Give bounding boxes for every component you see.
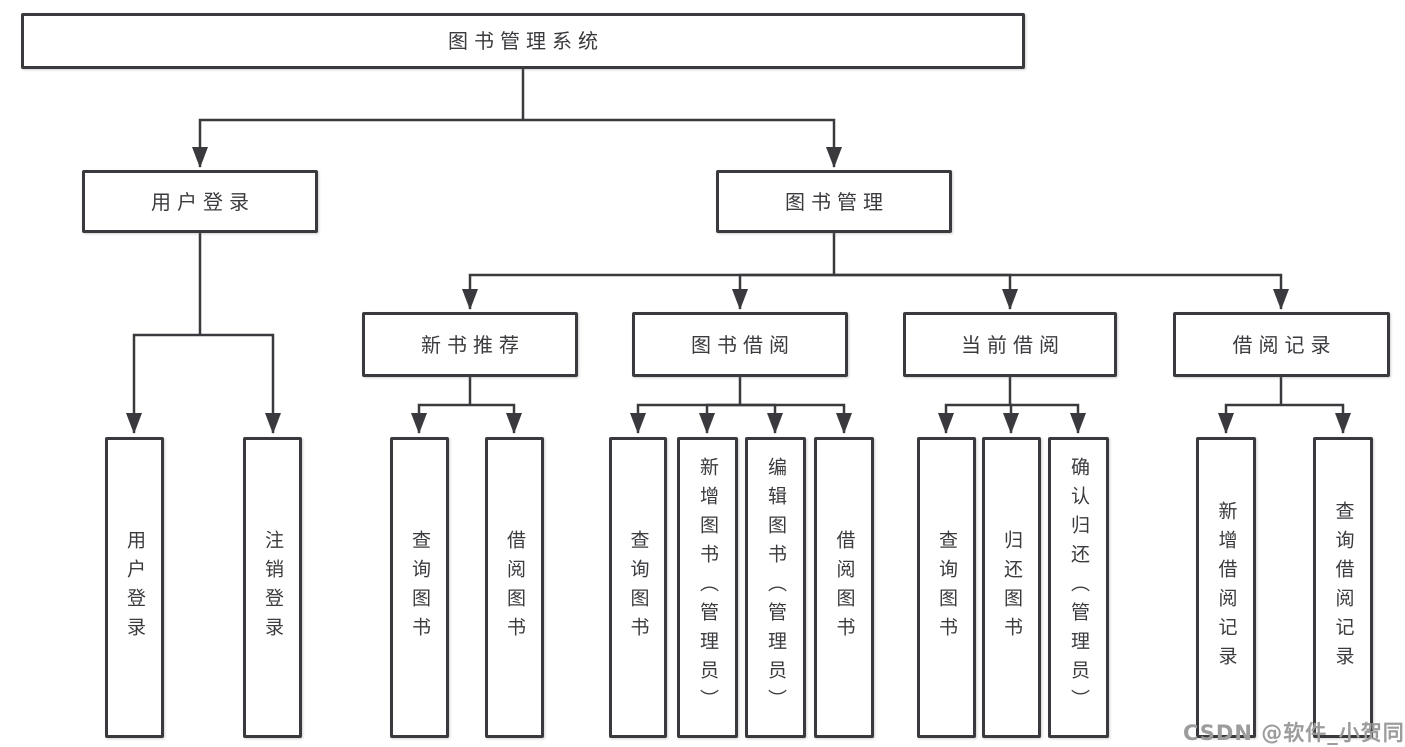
- leaf-borrow-book: 借阅图书: [814, 437, 874, 738]
- leaf-query-borrow-record: 查询借阅记录: [1313, 437, 1373, 738]
- node-book-management-label: 图书管理: [785, 189, 889, 214]
- leaf-add-book-admin-label: 新增图书（管理员）: [697, 457, 719, 718]
- leaf-query-book-borrow: 查询图书: [609, 437, 667, 738]
- leaf-borrow-book-label: 借阅图书: [833, 529, 856, 646]
- leaf-add-borrow-record-label: 新增借阅记录: [1215, 500, 1238, 675]
- node-borrow-record-label: 借阅记录: [1232, 332, 1337, 357]
- node-new-book-recommend: 新书推荐: [362, 312, 578, 377]
- node-book-management: 图书管理: [716, 170, 952, 233]
- leaf-logout-label: 注销登录: [262, 529, 284, 646]
- leaf-query-book-current: 查询图书: [917, 437, 976, 738]
- leaf-user-login-label: 用户登录: [124, 529, 146, 646]
- tree-edges: [126, 68, 1351, 434]
- leaf-return-book: 归还图书: [982, 437, 1041, 738]
- leaf-add-book-admin: 新增图书（管理员）: [677, 437, 738, 738]
- leaf-borrow-book-recommend: 借阅图书: [485, 437, 544, 738]
- node-book-borrow-label: 图书借阅: [691, 332, 795, 357]
- node-user-login: 用户登录: [82, 170, 318, 233]
- leaf-query-book-recommend-label: 查询图书: [409, 529, 431, 646]
- leaf-edit-book-admin-label: 编辑图书（管理员）: [765, 457, 787, 718]
- node-current-borrow: 当前借阅: [903, 312, 1117, 377]
- leaf-logout: 注销登录: [243, 437, 302, 738]
- leaf-query-book-borrow-label: 查询图书: [627, 529, 650, 646]
- node-user-login-label: 用户登录: [151, 189, 255, 214]
- leaf-confirm-return-admin: 确认归还（管理员）: [1048, 437, 1109, 738]
- leaf-confirm-return-admin-label: 确认归还（管理员）: [1068, 457, 1090, 718]
- leaf-user-login: 用户登录: [105, 437, 164, 738]
- node-book-borrow: 图书借阅: [632, 312, 848, 377]
- leaf-edit-book-admin: 编辑图书（管理员）: [745, 437, 806, 738]
- leaf-query-borrow-record-label: 查询借阅记录: [1332, 500, 1355, 675]
- node-new-book-recommend-label: 新书推荐: [421, 332, 525, 357]
- node-borrow-record: 借阅记录: [1173, 312, 1390, 377]
- node-root: 图书管理系统: [21, 13, 1025, 69]
- node-root-label: 图书管理系统: [448, 29, 604, 53]
- leaf-query-book-current-label: 查询图书: [936, 529, 958, 646]
- leaf-borrow-book-recommend-label: 借阅图书: [504, 529, 526, 646]
- csdn-watermark: CSDN @软件_小贺同学: [1183, 721, 1405, 745]
- leaf-query-book-recommend: 查询图书: [390, 437, 449, 738]
- node-current-borrow-label: 当前借阅: [961, 332, 1065, 357]
- leaf-add-borrow-record: 新增借阅记录: [1196, 437, 1256, 738]
- leaf-return-book-label: 归还图书: [1001, 529, 1023, 646]
